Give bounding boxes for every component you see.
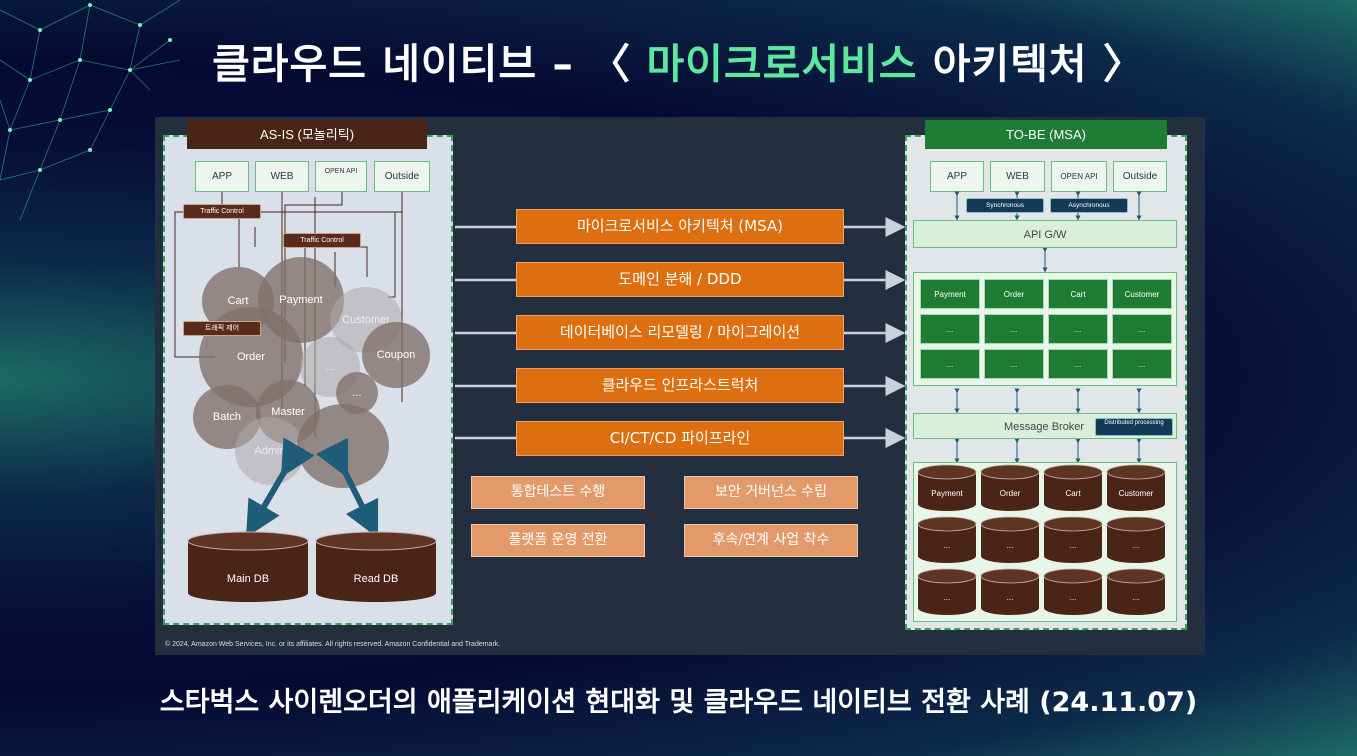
substep-security-governance: 보안 거버넌스 수립 <box>684 476 858 509</box>
asis-db-arrows <box>245 437 379 539</box>
db-cylinder-label: ... <box>1007 593 1014 602</box>
main-db-cylinder: Main DB <box>187 531 309 602</box>
title-highlight: 마이크로서비스 <box>646 40 918 88</box>
service-cell: ... <box>920 314 980 344</box>
synchronous-tag: Synchronous <box>966 198 1044 213</box>
tobe-client-web: WEB <box>990 161 1045 192</box>
page-title: 클라우드 네이티브 – 〈 마이크로서비스 아키텍처 〉 <box>0 30 1357 90</box>
service-cell: Order <box>984 279 1044 309</box>
db-cylinder: ... <box>1106 568 1166 615</box>
step-msa: 마이크로서비스 아키텍처 (MSA) <box>516 209 844 244</box>
db-cylinder: ... <box>980 568 1040 615</box>
page-subtitle: 스타벅스 사이렌오더의 애플리케이션 현대화 및 클라우드 네이티브 전환 사례… <box>159 687 1198 718</box>
step-cloud-infra: 클라우드 인프라스트럭처 <box>516 368 844 403</box>
service-cell: ... <box>920 349 980 379</box>
architecture-slide: AS-IS (모놀리틱) APP WEB OPEN API Outside Tr… <box>155 117 1205 655</box>
read-db-label: Read DB <box>354 573 399 585</box>
api-gateway: API G/W <box>913 220 1177 248</box>
asis-client-web: WEB <box>255 161 309 192</box>
service-cell: ... <box>1048 314 1108 344</box>
asynchronous-tag: Asynchronous <box>1050 198 1128 213</box>
db-cylinder: Cart <box>1043 464 1103 511</box>
distributed-processing-tag: Distributed processing <box>1095 418 1173 436</box>
title-prefix: 클라우드 네이티브 – 〈 <box>212 40 632 88</box>
db-cylinder: ... <box>1106 516 1166 563</box>
copyright: © 2024, Amazon Web Services, Inc. or its… <box>165 641 501 648</box>
db-cylinder: ... <box>917 516 977 563</box>
db-cylinder: Payment <box>917 464 977 511</box>
traffic-control-tag-1: Traffic Control <box>183 204 261 219</box>
step-cicd: CI/CT/CD 파이프라인 <box>516 421 844 456</box>
service-cell: ... <box>1048 349 1108 379</box>
db-cylinder-label: Order <box>1000 489 1021 498</box>
step-db-remodeling: 데이터베이스 리모델링 / 마이그레이션 <box>516 315 844 350</box>
db-cylinder: ... <box>917 568 977 615</box>
db-cylinder-label: ... <box>944 593 951 602</box>
db-cylinder-label: ... <box>944 541 951 550</box>
tobe-database-cylinders: Payment Order Cart Customer................… <box>917 464 1166 615</box>
asis-client-app: APP <box>195 161 249 192</box>
tobe-client-outside: Outside <box>1113 161 1167 192</box>
db-cylinder-label: ... <box>1070 593 1077 602</box>
service-cell: ... <box>984 314 1044 344</box>
service-cell: Cart <box>1048 279 1108 309</box>
db-cylinder-label: Customer <box>1119 489 1154 498</box>
tobe-client-app: APP <box>930 161 984 192</box>
db-cylinder-label: ... <box>1133 593 1140 602</box>
db-cylinder-label: Payment <box>931 489 963 498</box>
traffic-control-tag-2: Traffic Control <box>283 233 361 248</box>
read-db-cylinder: Read DB <box>315 531 437 602</box>
db-cylinder-label: ... <box>1007 541 1014 550</box>
substep-integration-test: 통합테스트 수행 <box>471 476 645 509</box>
traffic-control-tag-ko: 트래픽 제어 <box>183 321 261 336</box>
db-cylinder: ... <box>980 516 1040 563</box>
db-cylinder-label: ... <box>1133 541 1140 550</box>
service-cell: ... <box>984 349 1044 379</box>
db-cylinder-label: ... <box>1070 541 1077 550</box>
service-cell: Customer <box>1112 279 1172 309</box>
main-db-label: Main DB <box>227 573 269 585</box>
network-decoration <box>0 0 181 221</box>
service-cell: ... <box>1112 314 1172 344</box>
title-suffix: 아키텍처 〉 <box>932 40 1145 88</box>
db-cylinder: ... <box>1043 516 1103 563</box>
step-ddd: 도메인 분해 / DDD <box>516 262 844 297</box>
db-cylinder: Customer <box>1106 464 1166 511</box>
substep-platform-transition: 플랫폼 운영 전환 <box>471 524 645 557</box>
service-cell: ... <box>1112 349 1172 379</box>
db-cylinder: ... <box>1043 568 1103 615</box>
asis-client-outside: Outside <box>374 161 430 192</box>
db-cylinder-label: Cart <box>1065 489 1081 498</box>
asis-client-open-api: OPEN API <box>315 161 367 192</box>
asis-header: AS-IS (모놀리틱) <box>187 120 427 149</box>
asis-databases: Main DB Read DB <box>187 531 437 602</box>
bubble-coupon: Coupon <box>362 322 430 388</box>
service-cell: Payment <box>920 279 980 309</box>
tobe-header: TO-BE (MSA) <box>925 120 1167 149</box>
substep-follow-up-project: 후속/연계 사업 착수 <box>684 524 858 557</box>
db-cylinder: Order <box>980 464 1040 511</box>
